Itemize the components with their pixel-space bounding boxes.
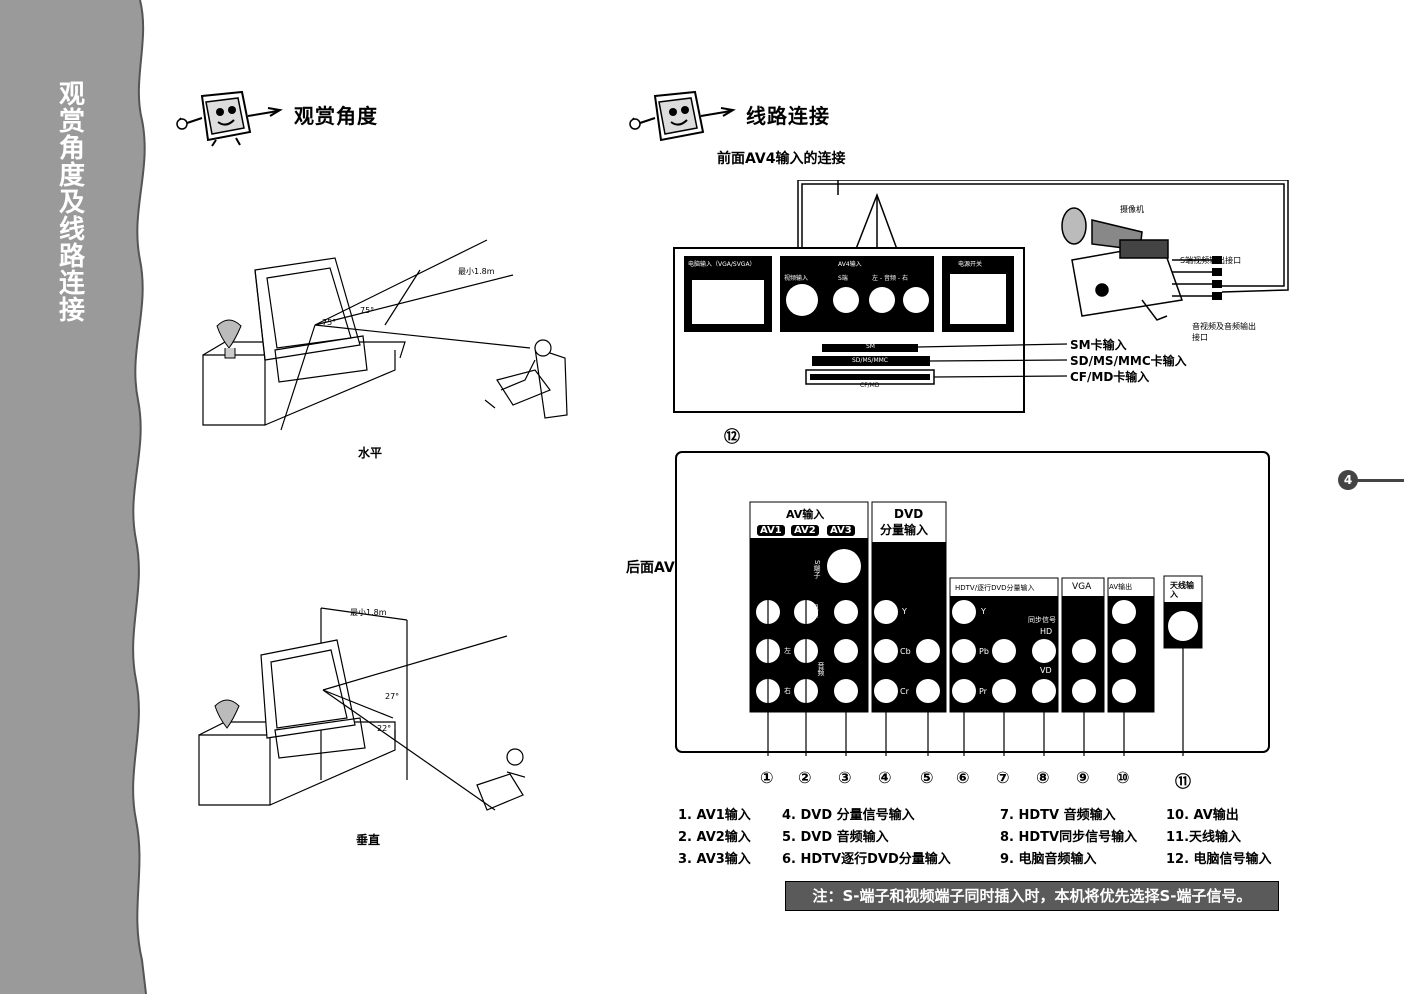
front-s-label: S端 <box>838 275 848 282</box>
page-number: 4 <box>1338 470 1358 490</box>
legend-item: 9. 电脑音频输入 <box>1000 852 1097 867</box>
rear-number-5: ⑤ <box>920 768 934 787</box>
front-power-label: 电源开关 <box>958 261 983 268</box>
rear-pr-label: Pr <box>979 687 987 696</box>
front-audio-label: 左 - 音频 - 右 <box>872 275 908 282</box>
rear-number-9: ⑨ <box>1076 768 1090 787</box>
rear-number-3: ③ <box>838 768 852 787</box>
legend-item: 10. AV输出 <box>1166 808 1239 823</box>
rear-av1-tag: AV1 <box>756 524 786 537</box>
rear-av-out-label: AV输出 <box>1109 583 1133 591</box>
vertical-distance-label: 最小1.8m <box>350 608 387 617</box>
rear-vd-label: VD <box>1040 666 1052 675</box>
page-tab-line <box>1354 479 1404 482</box>
mascot-icon <box>176 90 283 147</box>
front-slot-sm: SM <box>866 343 875 350</box>
rear-label: 后面AV <box>626 560 675 576</box>
rear-number-7: ⑦ <box>996 768 1010 787</box>
rear-audio-label: 音频 <box>817 662 825 676</box>
rear-pb-label: Pb <box>979 647 989 656</box>
card-cf-label: CF/MD卡输入 <box>1070 370 1150 384</box>
legend-item: 11.天线输入 <box>1166 830 1242 845</box>
rear-video-label: 视频 <box>811 604 819 618</box>
front-video-label: 视频输入 <box>784 275 809 282</box>
rear-panel <box>675 451 1270 756</box>
sidebar-title: 观赏角度及线路连接 <box>58 80 85 326</box>
rear-number-2: ② <box>798 768 812 787</box>
rear-cr-label: Cr <box>900 687 909 696</box>
rear-sync-label: 同步信号 <box>1028 616 1056 624</box>
rear-y-label: Y <box>902 607 907 616</box>
camcorder-label: 摄像机 <box>1120 205 1144 214</box>
horizontal-angle-a: 75° <box>322 318 337 327</box>
rear-number-11: ⑪ <box>1175 772 1192 791</box>
rear-number-6: ⑥ <box>956 768 970 787</box>
vertical-caption: 垂直 <box>356 833 381 847</box>
legend-item: 8. HDTV同步信号输入 <box>1000 830 1138 845</box>
front-heading: 前面AV4输入的连接 <box>717 151 846 167</box>
connection-title: 线路连接 <box>746 104 830 128</box>
legend-item: 2. AV2输入 <box>678 830 751 845</box>
cam-av-out-label: 音视频及音频输出接口 <box>1192 322 1256 342</box>
rear-cb-label: Cb <box>900 647 911 656</box>
rear-audio-right-label: 右 <box>784 687 791 695</box>
horizontal-distance-label: 最小1.8m <box>458 267 495 276</box>
rear-audio-left-label: 左 <box>784 647 791 655</box>
front-number-12: ⑫ <box>724 427 741 446</box>
legend-item: 6. HDTV逐行DVD分量输入 <box>782 852 951 867</box>
front-pc-input-label: 电脑输入（VGA/SVGA） <box>688 261 756 268</box>
rear-vga-label: VGA <box>1072 582 1092 592</box>
legend-item: 3. AV3输入 <box>678 852 751 867</box>
legend-item: 7. HDTV 音频输入 <box>1000 808 1116 823</box>
cam-video-out-label: S端视频输出接口 <box>1180 256 1242 265</box>
front-panel <box>673 180 1289 413</box>
horizontal-viewing-diagram <box>202 239 568 431</box>
rear-antenna-label: 天线输入 <box>1170 581 1194 599</box>
front-av-input-label: AV4输入 <box>838 261 862 268</box>
legend-item: 12. 电脑信号输入 <box>1166 852 1272 867</box>
front-slot-sd: SD/MS/MMC <box>852 357 888 364</box>
rear-number-8: ⑧ <box>1036 768 1050 787</box>
priority-note: 注：S-端子和视频端子同时插入时，本机将优先选择S-端子信号。 <box>785 881 1279 911</box>
rear-number-1: ① <box>760 768 774 787</box>
horizontal-caption: 水平 <box>358 446 383 460</box>
rear-hdtv-label: HDTV/逐行DVD分量输入 <box>955 584 1035 592</box>
sidebar-band <box>0 0 147 994</box>
card-sm-label: SM卡输入 <box>1070 338 1127 352</box>
mascot-icon <box>629 90 736 142</box>
rear-av-in-label: AV输入 <box>786 508 825 521</box>
rear-dvd-sub-label: 分量输入 <box>880 523 929 537</box>
rear-dvd-label: DVD <box>894 507 924 521</box>
legend-item: 5. DVD 音频输入 <box>782 830 889 845</box>
rear-av2-tag: AV2 <box>790 524 820 537</box>
legend-item: 1. AV1输入 <box>678 808 751 823</box>
rear-number-4: ④ <box>878 768 892 787</box>
front-slot-cf: CF/MD <box>860 382 880 389</box>
rear-hdtv-y-label: Y <box>981 607 986 616</box>
rear-hd-label: HD <box>1040 627 1053 636</box>
legend-item: 4. DVD 分量信号输入 <box>782 808 915 823</box>
card-sd-label: SD/MS/MMC卡输入 <box>1070 354 1187 368</box>
viewing-title: 观赏角度 <box>294 104 378 128</box>
rear-number-10: ⑩ <box>1116 768 1130 787</box>
horizontal-angle-b: 75° <box>360 306 375 315</box>
rear-s-term-label: S端子 <box>813 560 821 579</box>
vertical-angle-a: 27° <box>385 692 400 701</box>
vertical-viewing-diagram <box>198 607 525 811</box>
rear-av3-tag: AV3 <box>826 524 856 537</box>
vertical-angle-b: 22° <box>377 724 392 733</box>
